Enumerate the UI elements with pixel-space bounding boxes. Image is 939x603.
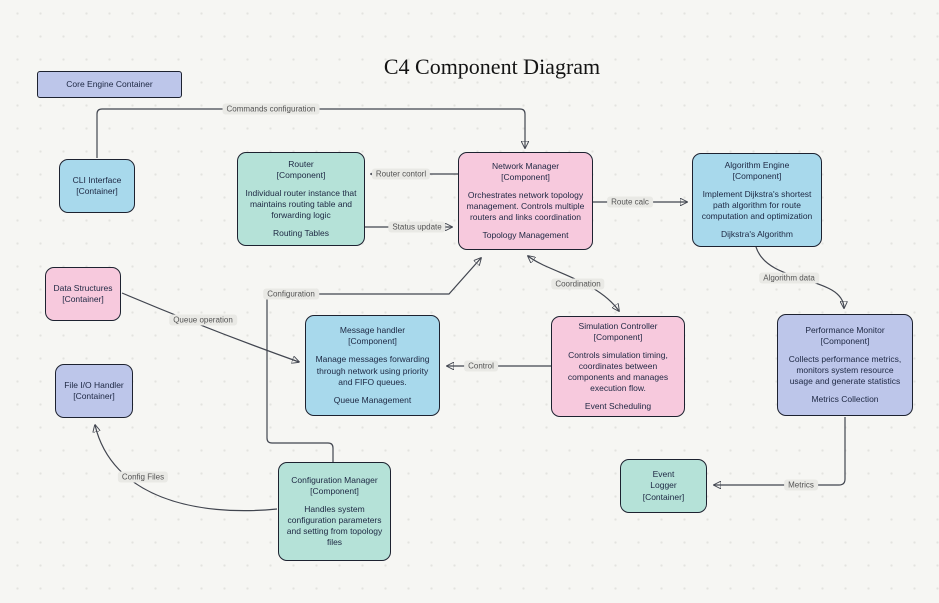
node-type: [Component] <box>593 331 643 342</box>
edge-label-route-calc[interactable]: Route calc <box>607 196 653 208</box>
edge-label-queue-operation[interactable]: Queue operation <box>169 314 237 326</box>
edge-label-router-contorl[interactable]: Router contorl <box>371 168 431 180</box>
edge-coordination[interactable] <box>528 256 619 311</box>
diagram-title: C4 Component Diagram <box>383 54 601 79</box>
node-simulation-controller[interactable]: Simulation Controller [Component] Contro… <box>551 316 685 417</box>
node-file-io-handler[interactable]: File I/O Handler [Container] <box>55 364 133 418</box>
node-name: Core Engine Container <box>66 78 153 89</box>
edge-label-algorithm-data[interactable]: Algorithm data <box>759 272 819 284</box>
node-type: [Container] <box>62 294 104 304</box>
node-description: Controls simulation timing, coordinates … <box>567 349 669 394</box>
edge-label-coordination[interactable]: Coordination <box>551 278 605 290</box>
node-router[interactable]: Router [Component] Individual router ins… <box>237 152 365 246</box>
node-algorithm-engine[interactable]: Algorithm Engine [Component] Implement D… <box>692 153 822 247</box>
node-data-structures[interactable]: Data Structures [Container] <box>45 267 121 321</box>
node-footer: Dijkstra's Algorithm <box>720 229 793 240</box>
node-name: Message handler <box>339 325 406 336</box>
node-network-manager[interactable]: Network Manager [Component] Orchestrates… <box>458 152 593 250</box>
edge-label-status-update[interactable]: Status update <box>388 221 446 233</box>
node-name: Network Manager <box>491 160 560 171</box>
node-footer: Event Scheduling <box>584 401 652 412</box>
node-type: [Container] <box>642 491 685 502</box>
node-name: Configuration Manager <box>291 474 378 485</box>
node-footer: Topology Management <box>482 230 569 241</box>
edge-label-metrics[interactable]: Metrics <box>784 479 818 491</box>
node-footer: Metrics Collection <box>811 394 879 405</box>
node-configuration-manager[interactable]: Configuration Manager [Component] Handle… <box>278 462 391 561</box>
node-footer: Routing Tables <box>272 228 330 239</box>
edge-label-control[interactable]: Control <box>464 360 498 372</box>
edge-label-commands-configuration[interactable]: Commands configuration <box>222 103 320 115</box>
node-type: [Component] <box>310 485 359 496</box>
node-type: [Container] <box>73 391 115 401</box>
node-core-engine-container[interactable]: Core Engine Container <box>37 71 182 98</box>
node-description: Individual router instance that maintain… <box>245 187 357 221</box>
node-type: [Component] <box>276 169 326 180</box>
node-type: [Container] <box>76 186 118 196</box>
node-message-handler[interactable]: Message handler [Component] Manage messa… <box>305 315 440 416</box>
node-name: File I/O Handler <box>64 379 124 390</box>
edge-metrics[interactable] <box>714 417 846 485</box>
node-description: Handles system configuration parameters … <box>286 503 383 548</box>
node-name: CLI Interface <box>72 174 122 185</box>
node-name: Router <box>288 158 314 169</box>
node-description: Manage messages forwarding through netwo… <box>315 354 430 387</box>
node-type: [Component] <box>348 336 397 347</box>
node-name: Performance Monitor <box>805 324 885 335</box>
node-name: Data Structures <box>53 282 113 293</box>
node-type: [Component] <box>732 170 782 181</box>
node-name: Simulation Controller <box>578 320 658 331</box>
node-type: [Component] <box>820 335 870 346</box>
edge-label-config-files[interactable]: Config Files <box>117 471 169 483</box>
node-event-logger[interactable]: Event Logger [Container] <box>620 459 707 513</box>
node-description: Orchestrates network topology management… <box>466 189 585 223</box>
node-description: Implement Dijkstra's shortest path algor… <box>701 188 813 222</box>
node-description: Collects performance metrics, monitors s… <box>788 353 902 387</box>
node-footer: Queue Management <box>333 394 412 405</box>
edge-queue-operation[interactable] <box>121 292 299 362</box>
node-type: [Component] <box>501 171 550 182</box>
edge-label-configuration[interactable]: Configuration <box>263 288 319 300</box>
node-performance-monitor[interactable]: Performance Monitor [Component] Collects… <box>777 314 913 416</box>
node-name: Event Logger <box>650 469 677 491</box>
edge-config-files[interactable] <box>95 425 278 512</box>
node-cli-interface[interactable]: CLI Interface [Container] <box>59 159 135 213</box>
node-name: Algorithm Engine <box>724 159 790 170</box>
edge-commands-configuration[interactable] <box>96 108 525 158</box>
